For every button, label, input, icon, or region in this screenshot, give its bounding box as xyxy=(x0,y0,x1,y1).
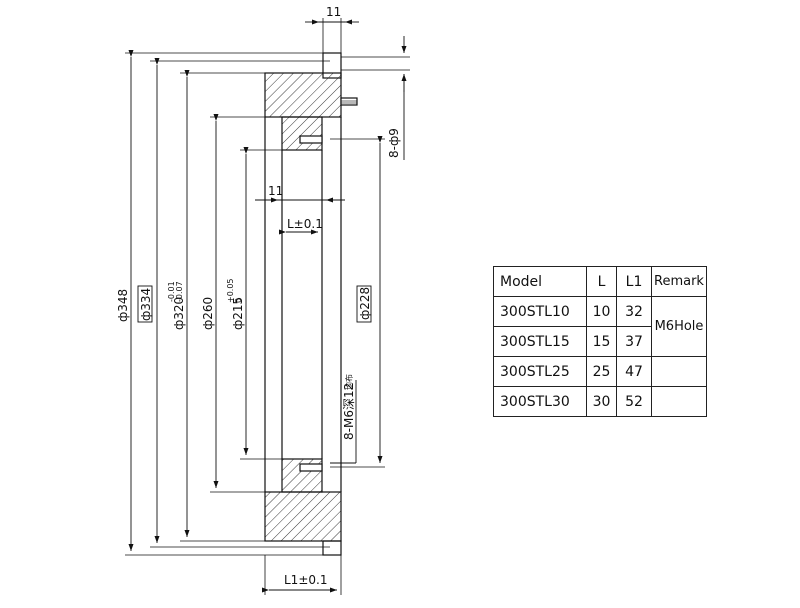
cell-remark-empty xyxy=(651,356,707,387)
cell-model: 300STL15 xyxy=(493,326,587,357)
cell-l: 30 xyxy=(586,386,617,417)
cell-remark-empty xyxy=(651,386,707,417)
header-l1: L1 xyxy=(616,266,652,297)
cell-model: 300STL10 xyxy=(493,296,587,327)
header-remark: Remark xyxy=(651,266,707,297)
cell-l1: 52 xyxy=(616,386,652,417)
label-length-L: L±0.1 xyxy=(287,217,323,231)
cell-l1: 32 xyxy=(616,296,652,327)
table-row: 300STL25 25 47 xyxy=(493,356,707,387)
outer-ring-top xyxy=(264,72,342,118)
tab-top xyxy=(340,97,358,106)
dimension-lines xyxy=(128,19,407,593)
label-d348: ф348 xyxy=(116,289,130,322)
table-row: 300STL10 10 32 M6Hole xyxy=(493,296,707,357)
label-length-L1: L1±0.1 xyxy=(284,573,327,587)
box-d228 xyxy=(356,285,372,323)
label-d320-tol-upper: -0.01 xyxy=(167,281,176,302)
table-row: 300STL15 15 37 xyxy=(493,326,707,357)
cell-l: 15 xyxy=(586,326,617,357)
header-model: Model xyxy=(493,266,587,297)
label-d260: ф260 xyxy=(201,297,215,330)
label-width-mid: 11 xyxy=(268,184,283,198)
box-d334 xyxy=(137,285,153,323)
table-header-row: Model L L1 Remark xyxy=(493,266,707,297)
m6-hole-top xyxy=(299,135,323,144)
label-holes-9: 8-ф9 xyxy=(387,128,401,158)
label-d320-tol-lower: -0.07 xyxy=(175,281,184,302)
flange-bottom xyxy=(322,540,342,556)
extension-lines xyxy=(125,18,410,595)
label-d215-tol-lower: 0 xyxy=(234,298,243,303)
cell-model: 300STL30 xyxy=(493,386,587,417)
part-section xyxy=(264,52,358,556)
outer-ring-bottom xyxy=(264,491,342,542)
cell-model: 300STL25 xyxy=(493,356,587,387)
label-d228: ф228 xyxy=(358,287,372,320)
label-holes-m6: 8-M6深12 xyxy=(342,383,356,440)
label-d334: ф334 xyxy=(139,288,153,321)
header-l: L xyxy=(586,266,617,297)
table-row: 300STL30 30 52 xyxy=(493,386,707,417)
spec-table: Model L L1 Remark 300STL10 10 32 M6Hole … xyxy=(493,266,707,417)
spec-table-container: Model L L1 Remark 300STL10 10 32 M6Hole … xyxy=(493,266,707,417)
inner-hub-top xyxy=(281,116,323,151)
cell-remark: M6Hole xyxy=(651,296,707,357)
label-width-top: 11 xyxy=(326,5,341,19)
cell-l1: 37 xyxy=(616,326,652,357)
m6-hole-bottom xyxy=(299,463,323,472)
label-d320: ф320 xyxy=(172,297,186,330)
label-holes-m6-note: 均布 xyxy=(344,374,354,390)
cell-l: 25 xyxy=(586,356,617,387)
cell-l1: 47 xyxy=(616,356,652,387)
cell-l: 10 xyxy=(586,296,617,327)
label-d215-tol-upper: +0.05 xyxy=(226,278,235,303)
label-d215: ф215 xyxy=(231,297,245,330)
